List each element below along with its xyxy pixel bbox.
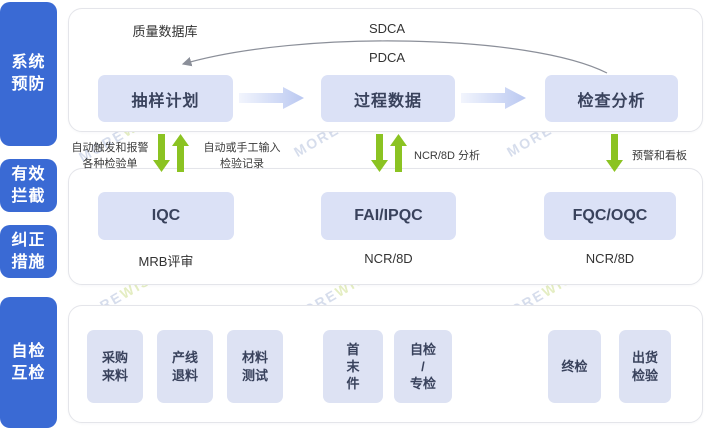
connector-label-trigger: 自动触发和报警 各种检验单 xyxy=(71,142,149,170)
smallbox-final-inspection: 终检 xyxy=(548,330,601,403)
box-fqc-oqc: FQC/OQC xyxy=(544,192,676,240)
connector-label-warning-board: 预警和看板 xyxy=(632,150,687,162)
sdca-label: SDCA xyxy=(368,21,406,36)
quality-database-label: 质量数据库 xyxy=(132,24,198,39)
sidebar-item-system-prevention: 系统 预防 xyxy=(0,2,57,146)
sublabel-mrb-review: MRB评审 xyxy=(138,254,194,269)
smallbox-first-last-piece: 首 末 件 xyxy=(323,330,383,403)
sidebar-item-corrective-measures: 纠正 措施 xyxy=(0,225,57,278)
smallbox-self-special-check: 自检 / 专检 xyxy=(394,330,452,403)
box-fai-ipqc: FAI/IPQC xyxy=(321,192,456,240)
green-up-arrow-icon xyxy=(390,134,407,172)
connector-label-ncr-analysis: NCR/8D 分析 xyxy=(414,150,481,162)
smallbox-shipment-inspection: 出货 检验 xyxy=(619,330,671,403)
sidebar-item-effective-interception: 有效 拦截 xyxy=(0,159,57,212)
flow-box-process-data: 过程数据 xyxy=(321,75,455,122)
sublabel-ncr-8d-1: NCR/8D xyxy=(364,251,413,266)
green-down-arrow-icon xyxy=(371,134,388,172)
green-up-arrow-icon xyxy=(172,134,189,172)
flow-right-arrow-icon xyxy=(239,87,304,109)
smallbox-line-return: 产线 退料 xyxy=(157,330,213,403)
flow-right-arrow-icon xyxy=(461,87,526,109)
green-down-arrow-icon xyxy=(606,134,623,172)
green-down-arrow-icon xyxy=(153,134,170,172)
smallbox-material-test: 材料 测试 xyxy=(227,330,283,403)
flow-box-inspection-analysis: 检查分析 xyxy=(545,75,678,122)
smallbox-purchase-incoming: 采购 来料 xyxy=(87,330,143,403)
sublabel-ncr-8d-2: NCR/8D xyxy=(585,251,635,266)
box-iqc: IQC xyxy=(98,192,234,240)
sidebar-item-self-mutual-check: 自检 互检 xyxy=(0,297,57,428)
pdca-label: PDCA xyxy=(368,50,406,65)
connector-label-input: 自动或手工输入 检验记录 xyxy=(203,142,281,170)
feedback-curve-arrow-icon xyxy=(181,40,608,74)
flow-box-sampling-plan: 抽样计划 xyxy=(98,75,233,122)
